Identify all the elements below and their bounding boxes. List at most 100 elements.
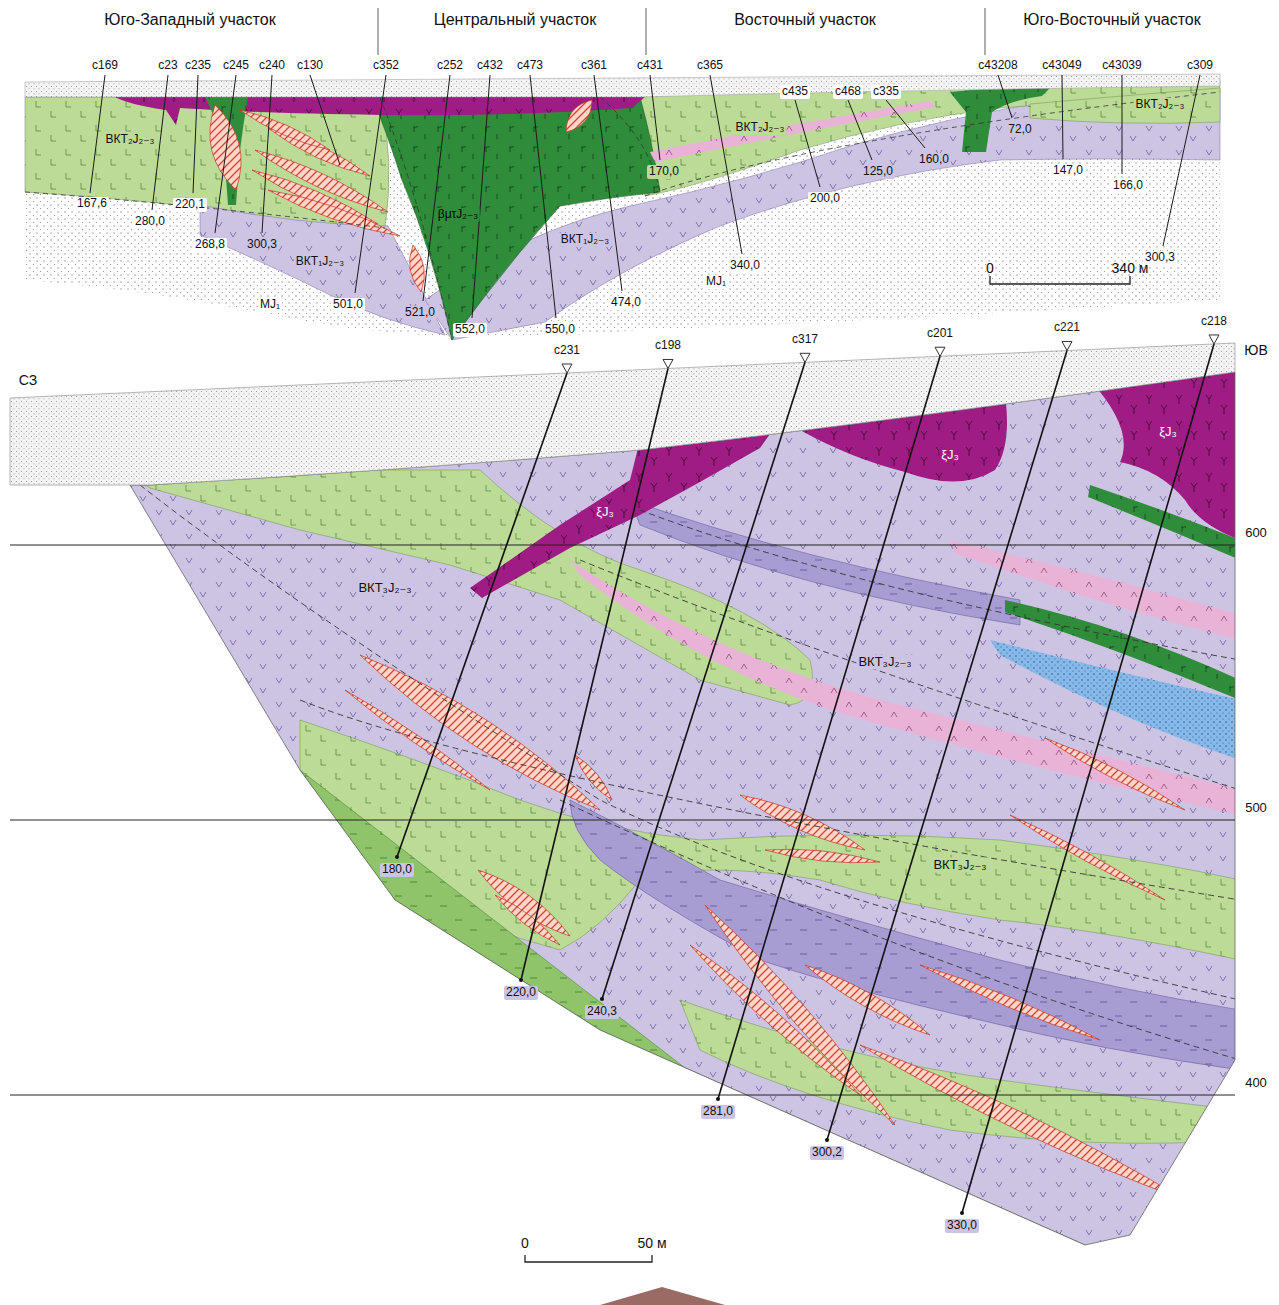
depth-value: 300,2 bbox=[810, 1146, 844, 1160]
borehole-end bbox=[960, 1211, 964, 1215]
borehole-line bbox=[1122, 75, 1123, 174]
scale-bar bbox=[990, 276, 1130, 284]
borehole-collar bbox=[562, 364, 572, 373]
ore-lens bbox=[920, 965, 1100, 1040]
ore-lens bbox=[210, 105, 241, 190]
unit-label: βμτJ₂₋₃ bbox=[436, 208, 480, 222]
borehole-collar bbox=[1209, 335, 1219, 344]
unit-label: ВКТ₁J₂₋₃ bbox=[559, 233, 611, 247]
scale-bar bbox=[525, 1255, 652, 1262]
borehole-line bbox=[795, 100, 820, 187]
borehole-name: с130 bbox=[295, 59, 325, 73]
borehole-line bbox=[310, 75, 340, 165]
unit-label: ξJ₃ bbox=[1157, 425, 1179, 440]
tuff-lens bbox=[650, 101, 936, 162]
borehole-line bbox=[962, 344, 1214, 1213]
ore-lens bbox=[478, 870, 570, 936]
header-dividers bbox=[378, 8, 985, 55]
depth-value: 180,0 bbox=[380, 863, 414, 877]
depth-value: 501,0 bbox=[331, 298, 365, 312]
borehole-name: с335 bbox=[871, 85, 901, 99]
borehole-line bbox=[355, 75, 386, 293]
borehole-end bbox=[716, 1097, 720, 1101]
elevation-label: 500 bbox=[1243, 801, 1269, 816]
depth-value: 166,0 bbox=[1111, 179, 1145, 193]
borehole-line bbox=[521, 368, 668, 980]
depth-value: 220,1 bbox=[173, 198, 207, 212]
ore-lens bbox=[1045, 738, 1185, 810]
borehole-name: с201 bbox=[925, 327, 955, 341]
unit-label: ξJ₃ bbox=[594, 505, 616, 520]
tuff-unit bbox=[1030, 88, 1220, 123]
borehole-line bbox=[998, 75, 1012, 118]
section-name: Восточный участок bbox=[732, 11, 878, 29]
borehole-name: с218 bbox=[1199, 315, 1229, 329]
borehole-end bbox=[395, 855, 399, 859]
borehole-line bbox=[193, 75, 198, 193]
contact-line bbox=[140, 485, 1240, 1000]
divider-line bbox=[377, 8, 378, 55]
depth-value: 200,0 bbox=[808, 192, 842, 206]
borehole-name: с473 bbox=[515, 59, 545, 73]
cross-section bbox=[0, 300, 1279, 1305]
borehole-name: с361 bbox=[579, 59, 609, 73]
boreholes bbox=[90, 75, 1200, 318]
tuff-unit bbox=[630, 500, 1020, 625]
elevation-line bbox=[10, 545, 1235, 546]
ore-lens bbox=[860, 1045, 1185, 1200]
fault-line bbox=[25, 192, 385, 228]
depth-value: 300,3 bbox=[245, 238, 279, 252]
borehole-collar bbox=[663, 359, 673, 368]
basalt-dyke bbox=[205, 96, 248, 205]
depth-value: 281,0 bbox=[701, 1105, 735, 1119]
syenite-body bbox=[115, 97, 645, 125]
ore-lens bbox=[268, 128, 370, 176]
longitudinal-section bbox=[25, 74, 1220, 340]
borehole-name: с252 bbox=[435, 59, 465, 73]
borehole-line bbox=[602, 362, 805, 999]
fault-lines bbox=[25, 92, 1220, 340]
unit-label: ВКТ₃J₂₋₃ bbox=[856, 655, 913, 670]
borehole-line bbox=[827, 351, 1067, 1140]
ore-lens bbox=[495, 895, 560, 945]
depth-value: 167,6 bbox=[75, 197, 109, 211]
borehole-name: с169 bbox=[90, 59, 120, 73]
borehole-line bbox=[718, 356, 940, 1099]
page-mark bbox=[600, 1287, 725, 1305]
unit-label: ВКТ₂J₂₋₃ bbox=[734, 121, 787, 135]
borehole-line bbox=[710, 75, 742, 254]
depth-value: 340,0 bbox=[728, 259, 762, 273]
borehole-line bbox=[472, 75, 490, 318]
tuff-unit bbox=[0, 300, 1279, 1300]
elevation-label: 600 bbox=[1243, 526, 1269, 541]
borehole-collar bbox=[1062, 342, 1072, 351]
borehole-line bbox=[423, 75, 450, 301]
ore-lens bbox=[1010, 815, 1165, 900]
borehole-line bbox=[650, 75, 660, 160]
direction-label: ЮВ bbox=[1242, 342, 1269, 358]
borehole-name: с231 bbox=[552, 344, 582, 358]
borehole-collar bbox=[800, 353, 810, 362]
borehole-name: с43039 bbox=[1100, 59, 1143, 73]
depth-value: 268,8 bbox=[193, 238, 227, 252]
unit-label: ВКТ₃J₂₋₃ bbox=[356, 581, 413, 596]
depth-value: 474,0 bbox=[609, 296, 643, 310]
unit-label: ВКТ₃J₂₋₃ bbox=[931, 858, 988, 873]
scale-label: 0 bbox=[519, 1235, 531, 1251]
depth-value: 125,0 bbox=[861, 165, 895, 179]
depth-value: 552,0 bbox=[453, 323, 487, 337]
ore-lens bbox=[805, 965, 930, 1035]
borehole-line bbox=[594, 75, 622, 291]
borehole-name: с23 bbox=[156, 59, 179, 73]
section-name: Центральный участок bbox=[432, 11, 598, 29]
borehole-end bbox=[519, 978, 523, 982]
tuff-unit bbox=[120, 470, 813, 705]
scale-label: 0 bbox=[984, 260, 996, 276]
ore-lens bbox=[740, 795, 865, 850]
borehole-line bbox=[848, 100, 872, 160]
borehole-name: с221 bbox=[1052, 321, 1082, 335]
ore-lens bbox=[765, 849, 880, 863]
basalt-body bbox=[950, 88, 1050, 153]
ore-bodies bbox=[345, 655, 1185, 1200]
